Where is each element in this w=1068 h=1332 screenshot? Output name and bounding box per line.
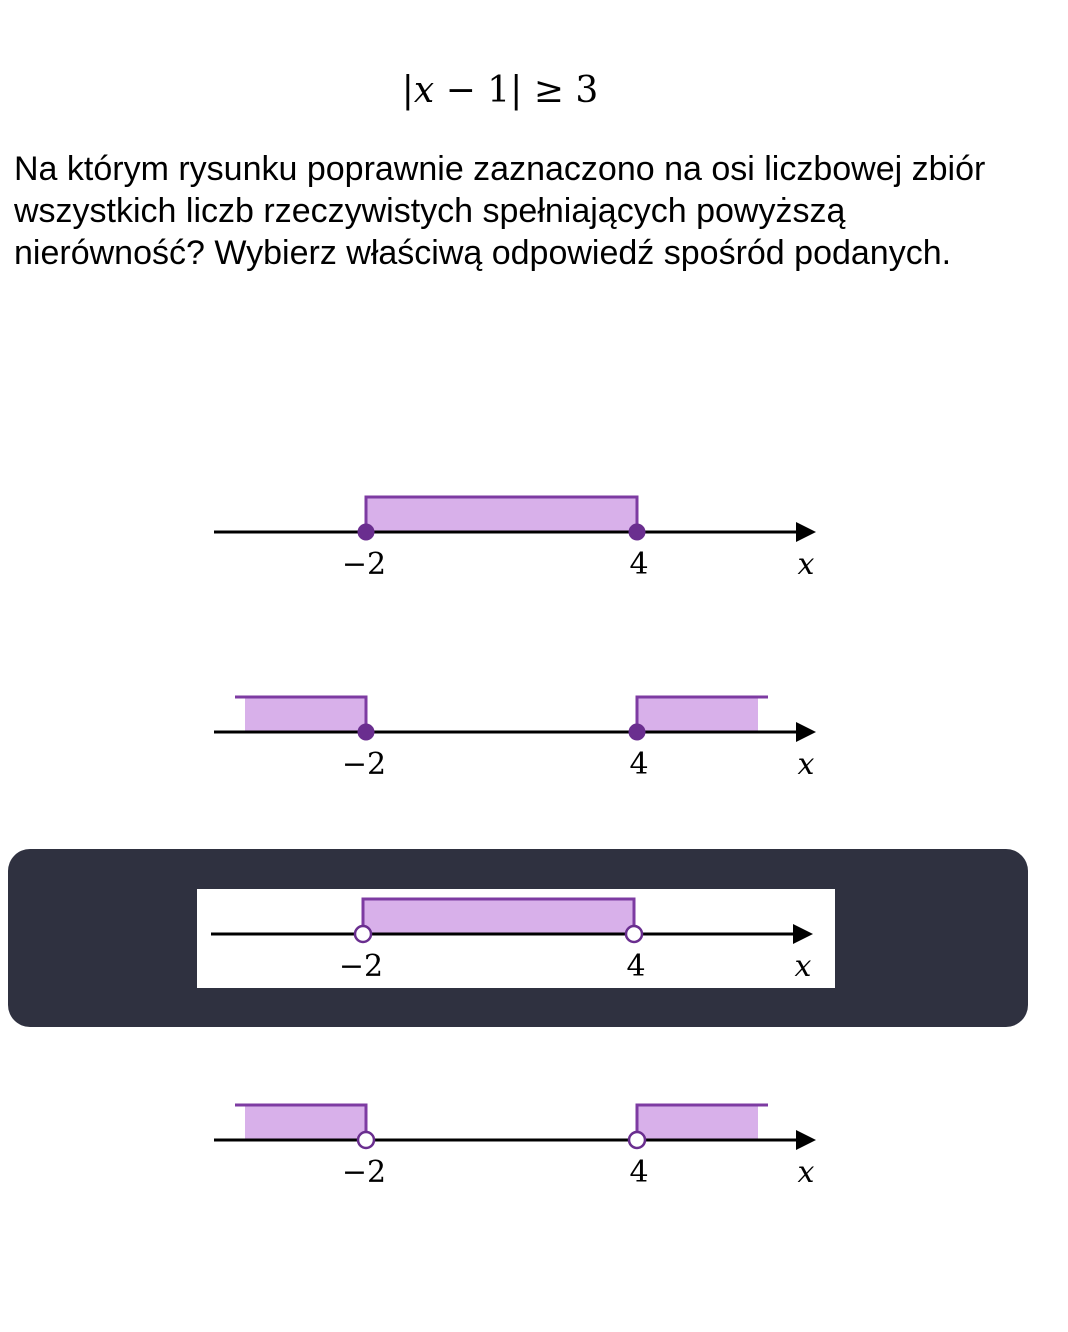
- tick-label-right: 4: [629, 547, 648, 582]
- endpoint-right: [627, 1130, 647, 1150]
- number-line-d: −2 4 x: [214, 1103, 816, 1190]
- endpoint-right: [628, 523, 646, 541]
- number-line-b: −2 4 x: [214, 695, 816, 782]
- formula-rest: − 1| ≥ 3: [434, 70, 599, 111]
- interval-bracket: [361, 897, 636, 934]
- answer-option-a[interactable]: −2 4 x: [200, 480, 840, 590]
- tick-label-left: −2: [339, 949, 383, 984]
- number-line-c: −2 4 x: [211, 897, 813, 984]
- endpoint-right: [628, 723, 646, 741]
- tick-label-left: −2: [342, 547, 386, 582]
- axis-variable-label: x: [798, 1155, 815, 1190]
- answer-option-d[interactable]: −2 4 x: [200, 1088, 840, 1198]
- ray-bracket-left: [235, 695, 368, 732]
- endpoint-left: [357, 723, 375, 741]
- tick-label-left: −2: [342, 747, 386, 782]
- ray-bracket-right: [635, 695, 768, 732]
- axis-arrow: [796, 1130, 816, 1150]
- axis-variable-label: x: [798, 547, 815, 582]
- shaded-ray-right: [637, 697, 758, 732]
- tick-label-left: −2: [342, 1155, 386, 1190]
- endpoint-left: [353, 924, 373, 944]
- shaded-ray-left: [245, 697, 366, 732]
- tick-label-right: 4: [629, 1155, 648, 1190]
- answer-option-c[interactable]: −2 4 x: [197, 882, 837, 992]
- axis-variable-label: x: [798, 747, 815, 782]
- axis-arrow: [796, 522, 816, 542]
- endpoint-left: [356, 1130, 376, 1150]
- ray-bracket-right: [635, 1103, 768, 1140]
- ray-bracket-left: [235, 1103, 368, 1140]
- shaded-interval: [366, 497, 637, 532]
- tick-label-right: 4: [626, 949, 645, 984]
- number-line-a: −2 4 x: [214, 495, 816, 582]
- shaded-ray-left: [245, 1105, 366, 1140]
- shaded-interval: [363, 899, 634, 934]
- endpoint-left: [357, 523, 375, 541]
- formula-bar: |: [401, 70, 414, 111]
- shaded-ray-right: [637, 1105, 758, 1140]
- axis-arrow: [793, 924, 813, 944]
- answer-option-b[interactable]: −2 4 x: [200, 680, 840, 790]
- axis-arrow: [796, 722, 816, 742]
- interval-bracket: [364, 495, 639, 532]
- tick-label-right: 4: [629, 747, 648, 782]
- formula-variable: x: [413, 70, 435, 111]
- inequality-formula: |x − 1| ≥ 3: [0, 70, 1000, 111]
- axis-variable-label: x: [795, 949, 812, 984]
- question-text: Na którym rysunku poprawnie zaznaczono n…: [14, 150, 986, 272]
- endpoint-right: [624, 924, 644, 944]
